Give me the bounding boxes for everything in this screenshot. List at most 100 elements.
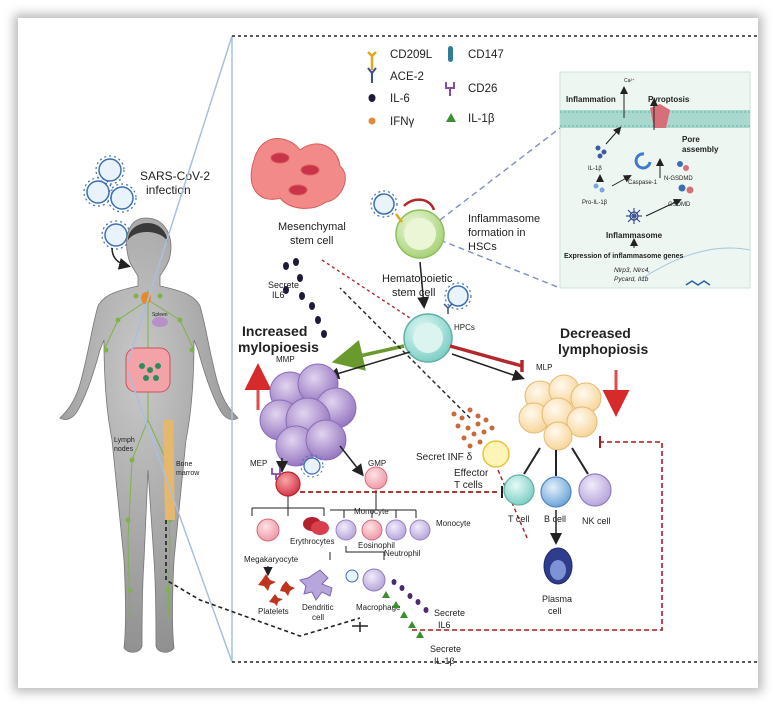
dna-icon: [685, 280, 711, 286]
hpc-nucleus: [413, 323, 443, 353]
increased-label: Increased: [242, 323, 307, 339]
legend: CD209L ACE-2 IL-6 IFNγ CD147 CD26 IL-1β: [367, 46, 504, 128]
legend-cd209l: CD209L: [390, 49, 433, 61]
mmp-label: MMP: [276, 355, 295, 364]
cd147-icon: [448, 46, 453, 62]
inflammasome-hsc-label: Inflammasome: [468, 213, 540, 225]
macrophage-label: Macrophage: [356, 603, 401, 612]
hsc-nucleus: [404, 218, 436, 250]
effector-t-cell-icon: [482, 440, 510, 468]
dendritic-label-2: cell: [312, 613, 324, 622]
human-body-icon: [59, 217, 239, 653]
monocyte-branch-lines: [329, 546, 385, 560]
spleen-icon: [152, 317, 168, 327]
plasma-nucleus: [550, 560, 566, 580]
inflammasome-hsc-label-2: formation in: [468, 227, 525, 239]
inset-ngsdmd-label: N-GSDMD: [664, 176, 693, 182]
mesenchymal-stem-cell-icon: [250, 138, 346, 209]
mep-cell-icon: [275, 471, 301, 497]
monocyte-b-icon: [409, 519, 431, 541]
legend-il6: IL-6: [390, 93, 410, 105]
inset-genes-label: Nlrp3, Nlrc4,: [614, 267, 650, 274]
effector-label: Effector: [454, 468, 489, 479]
secrete-il6b-label: Secrete: [434, 608, 465, 618]
zoom-panel-borders: [232, 35, 758, 663]
ifng-icon: [368, 117, 376, 125]
inset-expression-label: Expression of inflammasome genes: [564, 253, 684, 260]
msc-label-2: stem cell: [290, 235, 333, 247]
legend-il1b: IL-1β: [468, 113, 495, 125]
mep-branch-lines: [251, 496, 325, 516]
inset-pro-il1b-label: Pro-IL-1β: [582, 200, 608, 206]
gmp-branch-lines: [330, 490, 417, 518]
mlp-cluster-icon: [518, 374, 602, 451]
organ-bone-label: Bone: [176, 461, 192, 468]
inset-pore-label: Pore: [682, 135, 700, 144]
organ-spleen-label: Spleen: [152, 312, 168, 318]
infection-arrow: [111, 247, 131, 270]
virus-label-2: infection: [146, 183, 191, 197]
femur-icon: [163, 419, 175, 521]
legend-cd147: CD147: [468, 49, 504, 61]
ifn-to-msc-dashed: [339, 287, 471, 419]
plasma-label-2: cell: [548, 606, 562, 616]
macrophage-secretion: [382, 579, 429, 638]
erythrocytes-label: Erythrocytes: [290, 537, 334, 546]
inset-il1b-icon: [595, 145, 607, 159]
gmp-cell-icon: [364, 466, 388, 490]
inset-pyroptosis-label: Pyroptosis: [648, 95, 690, 104]
gut-lymph-icon: [139, 363, 161, 381]
organ-lymph-label-2: nodes: [114, 446, 134, 453]
t-cell-label: T cell: [508, 514, 529, 524]
macrophage-virus-icon: [345, 569, 359, 583]
mlp-to-lymphocyte-arrows: [523, 447, 589, 476]
inset-pore-label-2: assembly: [682, 145, 719, 154]
hsc-label: Hematopoietic: [382, 273, 453, 285]
neutrophil-icon: [385, 519, 407, 541]
dendritic-cell-icon: [299, 569, 333, 601]
hpc-to-myeloid-green-arrow: [331, 340, 405, 371]
t-cell-icon: [503, 474, 535, 506]
inset-il1b-label: IL-1β: [588, 166, 602, 172]
pore-icon: [650, 104, 670, 128]
hsc-to-hpc-arrow: [417, 261, 430, 309]
inset-genes-label-2: Pycard, Il1b: [614, 276, 649, 283]
hpc-to-mmp-arrow: [327, 351, 411, 380]
hsc-virus-icon: [370, 190, 436, 223]
inset-connector-lines: [439, 127, 561, 289]
virus-label: SARS-CoV-2: [140, 169, 210, 183]
legend-ace2: ACE-2: [390, 71, 424, 83]
inset-gsdmd-label: GSDMD: [668, 202, 691, 208]
mmp-cluster-icon: [259, 363, 357, 467]
inset-inflammasome-icon: [626, 208, 642, 224]
virus-cluster-icon: [86, 158, 134, 247]
legend-cd26: CD26: [468, 83, 497, 95]
platelets-label: Platelets: [258, 607, 289, 616]
b-cell-label: B cell: [544, 514, 566, 524]
il6-feedback-dashed: [412, 441, 663, 631]
organ-lymph-label: Lymph: [114, 437, 135, 444]
nk-cell-icon: [578, 473, 612, 507]
caspase-icon: [634, 152, 652, 170]
hpc-to-mlp-inhibit: [449, 344, 523, 368]
plasma-label: Plasma: [542, 594, 572, 604]
mep-label: MEP: [250, 459, 267, 468]
platelets-icon: [258, 574, 295, 606]
secrete-il6b-label-2: IL6: [438, 620, 451, 630]
effector-to-plasma-inhibit: [497, 469, 529, 541]
cd26-icon: [445, 82, 455, 96]
secrete-il1b-label: Secrete: [430, 644, 461, 654]
macrophage-icon: [362, 568, 386, 592]
inset-gsdmd-icon: [678, 184, 694, 194]
neutrophil-label: Neutrophil: [384, 549, 421, 558]
hsc-label-2: stem cell: [392, 287, 435, 299]
megakaryocyte-label: Megakaryocyte: [244, 555, 299, 564]
secrete-il6-label: Secrete: [268, 280, 299, 290]
legend-ifng: IFNγ: [390, 116, 415, 128]
mep-virus-icon: [271, 454, 324, 480]
secrete-il1b-label-2: IL-1β: [434, 656, 455, 666]
inflammasome-hsc-label-3: HSCs: [468, 241, 497, 253]
inflammasome-inset: Ca²⁺ Inflammation Pyroptosis Pore assemb…: [559, 71, 751, 289]
nk-cell-label: NK cell: [582, 516, 611, 526]
